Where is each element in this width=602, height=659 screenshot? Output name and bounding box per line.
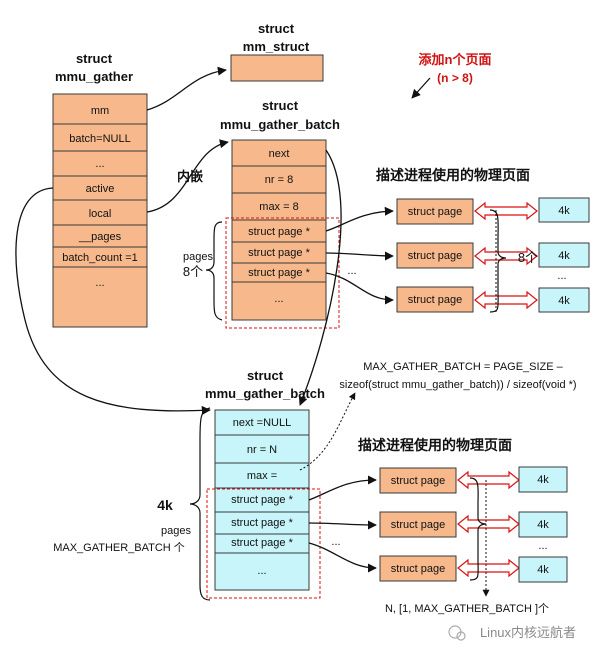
frame-new-ellipsis: ... <box>538 540 547 552</box>
arrow-new-ptr2 <box>308 520 377 530</box>
embed-label: 内嵌 <box>177 169 203 184</box>
mm-struct-title-line2: mm_struct <box>243 39 310 54</box>
field-ellipsis-2: ... <box>95 277 104 289</box>
annotation-arrow <box>411 77 431 99</box>
batch-local-double-arrows <box>474 201 538 310</box>
field-batch: batch=NULL <box>69 133 130 145</box>
formula-line2: sizeof(struct mmu_gather_batch)) / sizeo… <box>339 379 576 391</box>
frame-local-ellipsis: ... <box>557 270 566 282</box>
arrow-new-ptr3 <box>308 542 377 573</box>
watermark: Linux内核远航者 <box>448 625 576 641</box>
field-active: active <box>86 183 115 195</box>
batch-local-pages-label: pages <box>183 251 213 263</box>
batch-new-title-line2: mmu_gather_batch <box>205 386 325 401</box>
batch-local-frames: 4k 4k 4k ... <box>538 197 590 313</box>
batch-local-next: next <box>269 148 290 160</box>
struct-page-new-3: struct page <box>391 563 445 575</box>
arrow-local-ptr1 <box>325 206 394 232</box>
field-batch-count: batch_count =1 <box>62 252 138 264</box>
mmu-gather-struct: mm batch=NULL ... active local __pages b… <box>52 93 148 328</box>
struct-page-local-1: struct page <box>408 206 462 218</box>
batch-new-struct-pages: struct page struct page struct page <box>379 467 457 582</box>
batch-local-pages-brace <box>205 221 223 321</box>
batch-local-max: max = 8 <box>259 201 298 213</box>
arrow-next-to-new-batch <box>298 149 342 406</box>
field-ellipsis: ... <box>95 158 104 170</box>
batch-new-double-arrows <box>457 470 520 578</box>
batch-local-ellipsis: ... <box>274 293 283 305</box>
arrow-local-to-batch <box>146 139 229 213</box>
batch-new-pages-count: MAX_GATHER_BATCH 个 <box>53 541 185 554</box>
field-mm: mm <box>91 105 109 117</box>
mmu-gather-title-line2: mmu_gather <box>55 69 133 84</box>
watermark-text: Linux内核远航者 <box>480 625 576 640</box>
mm-struct-box <box>230 54 324 82</box>
batch-new-size-label: 4k <box>157 497 173 513</box>
arrow-local-ptr3 <box>325 272 394 305</box>
batch-new-page-ptr-3: struct page * <box>231 537 293 549</box>
batch-local-title-line1: struct <box>262 98 299 113</box>
annotation-n-greater-8: (n > 8) <box>437 71 473 85</box>
batch-new-page-ptr-1: struct page * <box>231 494 293 506</box>
batch-new-next: next =NULL <box>233 417 291 429</box>
batch-new-title-line1: struct <box>247 368 284 383</box>
batch-new-struct: next =NULL nr = N max = struct page * st… <box>214 409 310 591</box>
field-local: local <box>89 208 112 220</box>
frame-new-2: 4k <box>537 519 549 531</box>
batch-new-max: max = <box>247 470 277 482</box>
arrow-active-to-new-batch <box>15 187 211 415</box>
mmu-gather-title-line1: struct <box>76 51 113 66</box>
struct-page-new-2: struct page <box>391 519 445 531</box>
batch-local-pages-region <box>225 217 340 329</box>
batch-local-pages-count: 8个 <box>183 264 203 279</box>
annotation-add-pages: 添加n个页面 <box>419 52 492 67</box>
batch-local-nr: nr = 8 <box>265 174 293 186</box>
batch-new-ellipsis-mid: ... <box>331 536 340 548</box>
struct-page-local-2: struct page <box>408 250 462 262</box>
batch-new-ellipsis: ... <box>257 565 266 577</box>
batch-new-section-title: 描述进程使用的物理页面 <box>358 437 512 453</box>
batch-new-pages-label: pages <box>161 525 191 537</box>
frame-local-3: 4k <box>558 295 570 307</box>
formula-pointer <box>299 392 356 471</box>
batch-local-title-line2: mmu_gather_batch <box>220 117 340 132</box>
batch-local-frames-brace <box>489 209 507 313</box>
batch-local-frames-count: 8个 <box>518 250 538 265</box>
frame-new-1: 4k <box>537 474 549 486</box>
field-pages: __pages <box>78 231 122 243</box>
struct-page-new-1: struct page <box>391 475 445 487</box>
batch-local-ellipsis-mid: ... <box>347 265 356 277</box>
formula-line1: MAX_GATHER_BATCH = PAGE_SIZE – <box>363 361 563 373</box>
batch-new-frames: 4k 4k 4k ... <box>518 466 568 583</box>
batch-local-struct-pages: struct page struct page struct page <box>396 198 474 313</box>
batch-local-section-title: 描述进程使用的物理页面 <box>376 167 530 183</box>
mm-struct-title-line1: struct <box>258 21 295 36</box>
batch-local-page-ptr-1: struct page * <box>248 226 310 238</box>
frame-new-3: 4k <box>537 564 549 576</box>
arrow-local-ptr2 <box>325 251 394 261</box>
arrow-mm-to-mm-struct <box>146 66 227 111</box>
batch-new-nr: nr = N <box>247 444 277 456</box>
batch-local-page-ptr-2: struct page * <box>248 247 310 259</box>
batch-new-page-ptr-2: struct page * <box>231 517 293 529</box>
batch-local-page-ptr-3: struct page * <box>248 267 310 279</box>
frame-local-1: 4k <box>558 205 570 217</box>
struct-page-local-3: struct page <box>408 294 462 306</box>
batch-new-size-brace <box>189 407 211 601</box>
batch-local-struct: next nr = 8 max = 8 struct page * struct… <box>231 139 327 321</box>
arrow-new-ptr1 <box>308 475 377 501</box>
batch-new-range-label: N, [1, MAX_GATHER_BATCH ]个 <box>385 602 549 615</box>
frame-local-2: 4k <box>558 250 570 262</box>
batch-new-pages-region <box>206 488 321 599</box>
